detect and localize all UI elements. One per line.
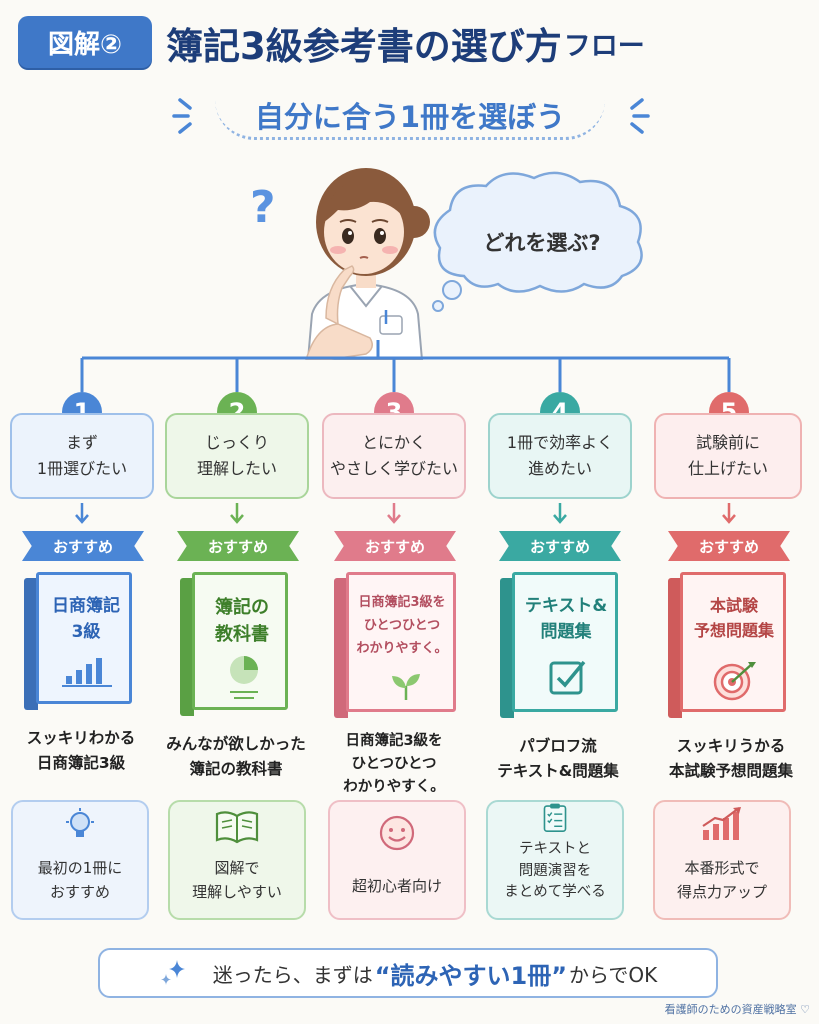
book-name-5: スッキリうかる 本試験予想問題集 [668,737,793,780]
book-name-3: 日商簿記3級を ひとつひとつ わかりやすく。 [343,733,445,796]
book-name-4: パブロフ流 テキスト&問題集 [497,737,619,780]
bar-chart-icon [62,658,112,687]
footer-note: 迷ったら、まずは “読みやすい1冊” からでOK [98,948,718,998]
feature-text-5: 本番形式で 得点力アップ [676,859,767,901]
down-arrow-icon [230,503,244,524]
book-cover-title-1: 日商簿記 3級 [52,596,120,642]
checkbox-icon [549,660,586,695]
book-cover-3: 日商簿記3級を ひとつひとつ わかりやすく。 [334,572,456,718]
feature-box-2: 図解で 理解しやすい [168,800,306,920]
thought-text: どれを選ぶ? [483,231,601,255]
recommend-banner-5: おすすめ [668,531,790,561]
book-cover-title-2: 簿記の 教科書 [215,597,269,645]
target-icon [713,662,756,701]
book-cover-4: テキスト& 問題集 [500,572,618,718]
left-burst-icon [172,98,192,134]
book-cover-title-3: 日商簿記3級を ひとつひとつ わかりやすく。 [356,595,448,656]
credit-text: 看護師のための資産戦略室 ♡ [664,1003,810,1016]
need-box-2: じっくり 理解したい [165,413,309,499]
down-arrow-icon [387,503,401,524]
sparkle-icon [160,960,185,985]
book-name-2: みんなが欲しかった 簿記の教科書 [166,735,306,778]
open-book-icon [215,811,259,844]
title-main: 簿記3級参考書の選び方 [166,25,562,68]
need-box-3: とにかく やさしく学びたい [322,413,466,499]
right-burst-icon [630,98,650,134]
recommend-banner-2: おすすめ [177,531,299,561]
feature-box-1: 最初の1冊に おすすめ [11,800,149,920]
feature-text-1: 最初の1冊に おすすめ [37,859,123,901]
smiley-icon [379,815,415,851]
footer-emphasis: “読みやすい1冊” [374,961,567,990]
book-cover-title-5: 本試験 予想問題集 [693,596,774,640]
figure-badge: 図解② [18,16,152,68]
thought-bubble [432,171,643,312]
recommend-banner-1: おすすめ [22,531,144,561]
need-box-4: 1冊で効率よく 進めたい [488,413,632,499]
feature-box-5: 本番形式で 得点力アップ [653,800,791,920]
book-cover-5: 本試験 予想問題集 [668,572,786,718]
connector-lines [80,340,731,392]
need-box-5: 試験前に 仕上げたい [654,413,802,499]
recommend-banner-3: おすすめ [334,531,456,561]
feature-text-2: 図解で 理解しやすい [192,859,282,901]
need-box-1: まず 1冊選びたい [10,413,154,499]
nurse-illustration [305,168,430,360]
book-cover-title-4: テキスト& 問題集 [524,596,608,642]
sprout-icon [392,674,420,700]
pie-chart-icon [230,656,258,699]
feature-text-4: テキストと 問題演習を まとめて学べる [504,840,606,901]
footer-post: からでOK [568,962,658,987]
page-title: 簿記3級参考書の選び方フロー [166,14,816,72]
recommend-banner-4: おすすめ [499,531,621,561]
feature-box-4: テキストと 問題演習を まとめて学べる [486,800,624,920]
footer-pre: 迷ったら、まずは [212,962,373,987]
title-suffix: フロー [563,30,645,62]
subtitle: 自分に合う1冊を選ぼう [215,92,605,140]
down-arrow-icon [553,503,567,524]
feature-text-3: 超初心者向け [351,877,442,895]
rising-chart-icon [702,807,741,840]
book-cover-1: 日商簿記 3級 [24,572,132,710]
question-mark-icon: ? [250,182,276,233]
feature-box-3: 超初心者向け [328,800,466,920]
checklist-icon [543,803,567,832]
book-name-1: スッキリわかる 日商簿記3級 [26,729,136,772]
lightbulb-icon [66,808,94,837]
down-arrow-icon [722,503,736,524]
down-arrow-icon [75,503,89,524]
book-cover-2: 簿記の 教科書 [180,572,288,716]
